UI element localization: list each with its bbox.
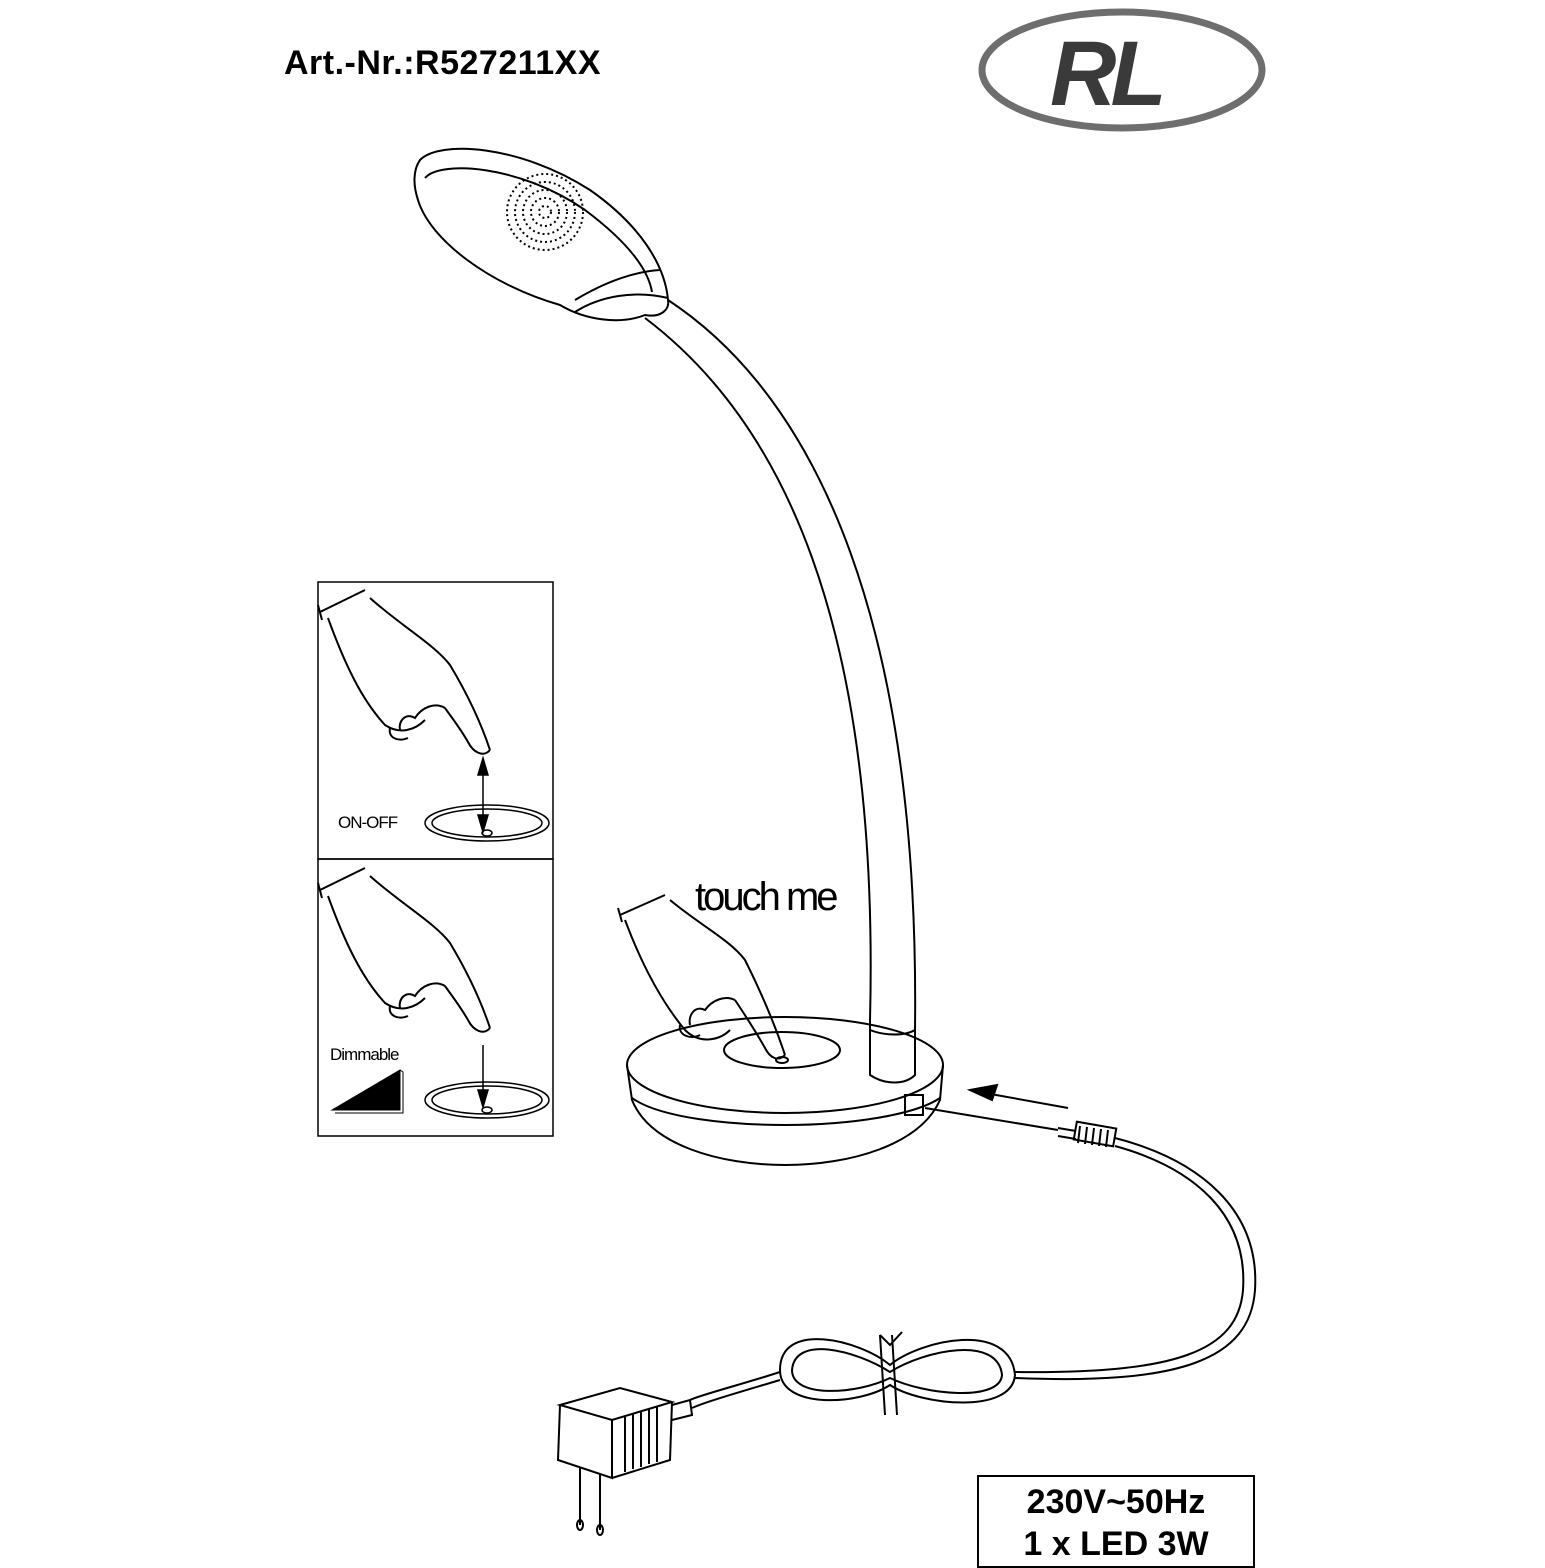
power-adapter xyxy=(556,1386,694,1536)
panel-dimmable xyxy=(317,858,554,1137)
spec-led: 1 x LED 3W xyxy=(1023,1525,1209,1563)
instruction-panels xyxy=(317,581,554,1137)
lamp-head xyxy=(413,147,670,322)
article-number: Art.-Nr.:R527211XX xyxy=(284,44,602,82)
brand-logo: RL xyxy=(978,8,1266,132)
plug-in-arrow xyxy=(924,1083,1069,1131)
touch-pad-on-off xyxy=(424,804,550,842)
dimmable-arrow xyxy=(476,1045,490,1110)
power-cable xyxy=(689,1137,1257,1416)
lamp-gooseneck xyxy=(644,299,917,1084)
cable-connector xyxy=(1057,1120,1118,1148)
touch-me-label: touch me xyxy=(695,875,837,919)
on-off-arrow xyxy=(476,755,490,835)
on-off-label: ON-OFF xyxy=(338,813,398,832)
hand-dimmable-icon xyxy=(317,867,491,1033)
touch-pad-dimmable xyxy=(424,1081,550,1119)
spec-voltage: 230V~50Hz xyxy=(1026,1483,1206,1521)
dimming-wedge-icon xyxy=(330,1069,404,1114)
touch-hand-icon xyxy=(617,894,786,1060)
dimmable-label: Dimmable xyxy=(330,1045,399,1064)
lamp-base xyxy=(626,1016,944,1167)
specs-box: 230V~50Hz 1 x LED 3W xyxy=(977,1475,1255,1568)
hand-on-off-icon xyxy=(317,589,491,755)
logo-text: RL xyxy=(1050,23,1161,125)
